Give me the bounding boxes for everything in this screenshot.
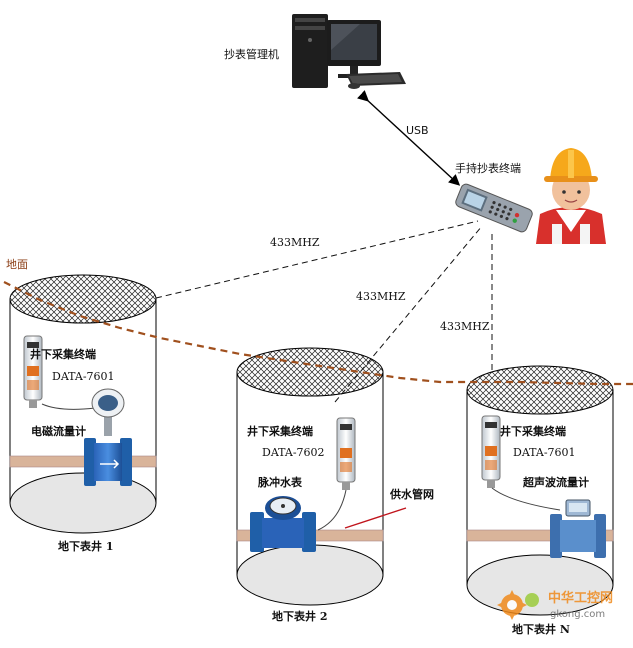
watermark-name: 中华工控网	[548, 590, 613, 606]
handheld-terminal-icon	[455, 183, 533, 233]
well-name-1: 地下表井 1	[58, 539, 113, 553]
collector-label-1: 井下采集终端	[30, 347, 96, 361]
freq-label-3: 433MHZ	[440, 320, 490, 333]
collector-model-1: DATA-7601	[52, 370, 115, 383]
manhole-grate-2	[236, 347, 384, 397]
usb-link	[357, 90, 461, 186]
collector-terminal-n-icon	[481, 415, 501, 488]
pc-label: 抄表管理机	[224, 47, 279, 61]
pipe-1	[9, 455, 157, 468]
ground-line	[3, 281, 633, 386]
well-name-n: 地下表井 N	[512, 622, 570, 636]
usb-label: USB	[406, 124, 429, 137]
well-1	[9, 274, 157, 534]
meter-label-n: 超声波流量计	[522, 475, 589, 489]
manhole-grate-1	[9, 274, 157, 324]
radio-link-well-1	[155, 220, 479, 299]
collector-label-2: 井下采集终端	[247, 424, 313, 438]
freq-label-2: 433MHZ	[356, 290, 406, 303]
meter-label-1: 电磁流量计	[31, 424, 86, 438]
ground-label: 地面	[6, 258, 28, 271]
pipe-n	[466, 529, 614, 542]
pc-icon	[292, 14, 406, 89]
collector-model-n: DATA-7601	[513, 446, 576, 459]
well-n	[466, 365, 614, 616]
watermark-url: gkong.com	[550, 609, 605, 620]
collector-label-n: 井下采集终端	[500, 424, 566, 438]
supply-network-pointer	[344, 507, 407, 529]
freq-label-1: 433MHZ	[270, 236, 320, 249]
radio-link-well-2	[334, 225, 483, 403]
handheld-label: 手持抄表终端	[455, 161, 521, 175]
ultrasonic-flowmeter-icon	[491, 487, 606, 558]
electromagnetic-flowmeter-icon	[41, 388, 132, 486]
worker-icon	[536, 148, 606, 244]
collector-terminal-1-icon	[23, 335, 43, 408]
well-name-2: 地下表井 2	[272, 609, 327, 623]
supply-network-label: 供水管网	[389, 487, 434, 501]
collector-terminal-2-icon	[336, 417, 356, 490]
watermark-logo: 中华工控网 gkong.com	[497, 590, 613, 620]
collector-model-2: DATA-7602	[262, 446, 325, 459]
pulse-water-meter-icon	[250, 489, 347, 552]
meter-label-2: 脉冲水表	[257, 475, 303, 489]
manhole-grate-n	[466, 365, 614, 415]
